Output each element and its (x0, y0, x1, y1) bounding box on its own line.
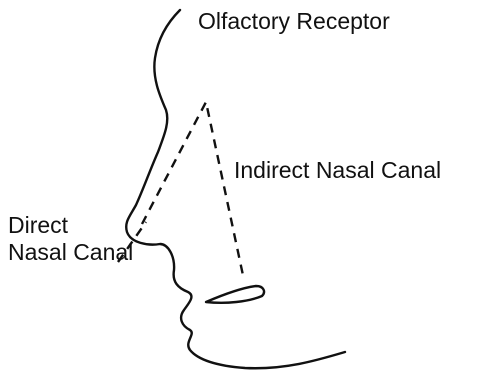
indirect-nasal-canal-label: Indirect Nasal Canal (234, 157, 441, 184)
indirect-nasal-canal-path (142, 102, 244, 280)
direct-nasal-canal-label-line2: Nasal Canal (8, 239, 133, 266)
olfactory-receptor-label: Olfactory Receptor (198, 8, 390, 35)
direct-nasal-canal-label: Direct Nasal Canal (8, 212, 133, 266)
mouth-shape (206, 286, 264, 303)
direct-nasal-canal-label-line1: Direct (8, 212, 133, 239)
